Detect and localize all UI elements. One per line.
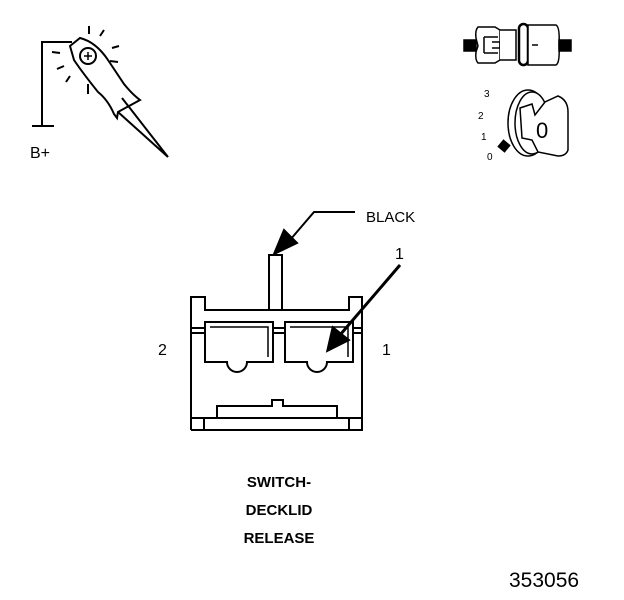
key-position-1: 1 — [481, 132, 487, 143]
wire-color-label: BLACK — [366, 209, 415, 226]
key-position-0: 0 — [487, 152, 493, 163]
connector-disconnect-icon — [463, 22, 572, 67]
key-face-label: 0 — [536, 118, 548, 143]
caption-line-3: RELEASE — [244, 530, 315, 547]
component-caption: SWITCH- DECKLID RELEASE — [244, 474, 315, 547]
callout-number: 1 — [395, 246, 404, 263]
caption-line-2: DECKLID — [246, 502, 313, 519]
terminal-callout-arrow — [325, 264, 402, 353]
ignition-key-icon — [497, 89, 569, 157]
figure-number: 353056 — [509, 569, 579, 592]
pin-1-label: 1 — [382, 342, 391, 359]
black-wire-leader-arrow — [272, 211, 355, 257]
key-position-2: 2 — [478, 111, 484, 122]
battery-positive-label: B+ — [30, 145, 50, 162]
pin-2-label: 2 — [158, 342, 167, 359]
test-light-probe-icon — [32, 26, 169, 158]
key-position-3: 3 — [484, 89, 490, 100]
caption-line-1: SWITCH- — [247, 474, 311, 491]
